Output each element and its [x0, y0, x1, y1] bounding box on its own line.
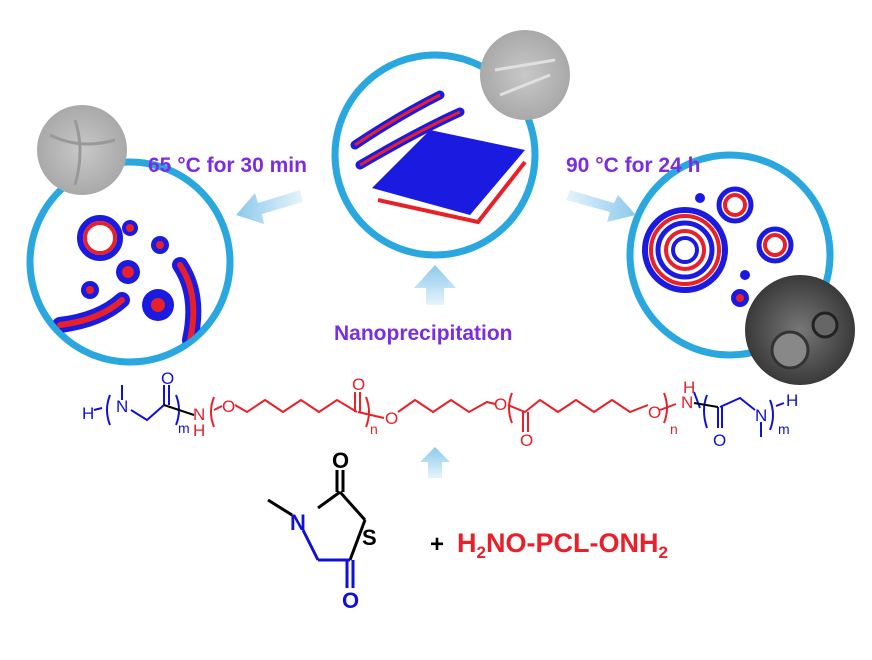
atom-o: O — [352, 375, 365, 394]
tem-image-right — [745, 275, 855, 385]
subscript-m: m — [778, 421, 790, 437]
subscript-n: n — [370, 421, 378, 437]
condition-label-right: 90 °C for 24 h — [566, 154, 700, 177]
initiator-label: H2NO-PCL-ONH2 — [457, 528, 668, 562]
atom-h: H — [786, 391, 798, 410]
atom-n: N — [755, 406, 767, 425]
tem-image-center — [480, 30, 570, 120]
subscript-m: m — [178, 420, 190, 436]
atom-o: O — [713, 431, 726, 450]
center-morphology-circle — [331, 30, 570, 259]
atom-o: O — [520, 431, 533, 450]
atom-o: O — [385, 409, 398, 428]
atom-s: S — [362, 525, 377, 550]
atom-n: N — [681, 393, 693, 412]
atom-n: N — [193, 405, 205, 424]
arrow-up-nanoprecipitation — [414, 265, 456, 305]
atom-h: H — [193, 421, 205, 440]
atom-o: O — [161, 369, 174, 388]
arrow-right — [566, 190, 636, 222]
atom-h: H — [683, 378, 695, 397]
atom-n: N — [290, 510, 306, 535]
atom-o: O — [222, 397, 235, 416]
left-morphology-circle — [26, 105, 234, 366]
monomer-structure — [267, 470, 367, 588]
condition-label-left: 65 °C for 30 min — [148, 154, 307, 177]
triblock-copolymer-structure — [93, 385, 785, 437]
atom-h: H — [82, 404, 94, 423]
atom-n: N — [116, 397, 128, 416]
arrow-up-polymerization — [420, 447, 450, 478]
plus-sign: + — [430, 531, 444, 558]
atom-o: O — [648, 403, 661, 422]
right-morphology-circle — [626, 151, 855, 385]
atom-o: O — [494, 395, 507, 414]
atom-o: O — [332, 448, 349, 473]
subscript-n: n — [670, 421, 678, 437]
arrow-left — [236, 190, 303, 224]
tem-image-left — [37, 105, 127, 195]
atom-o: O — [342, 588, 359, 613]
process-label: Nanoprecipitation — [334, 322, 513, 345]
